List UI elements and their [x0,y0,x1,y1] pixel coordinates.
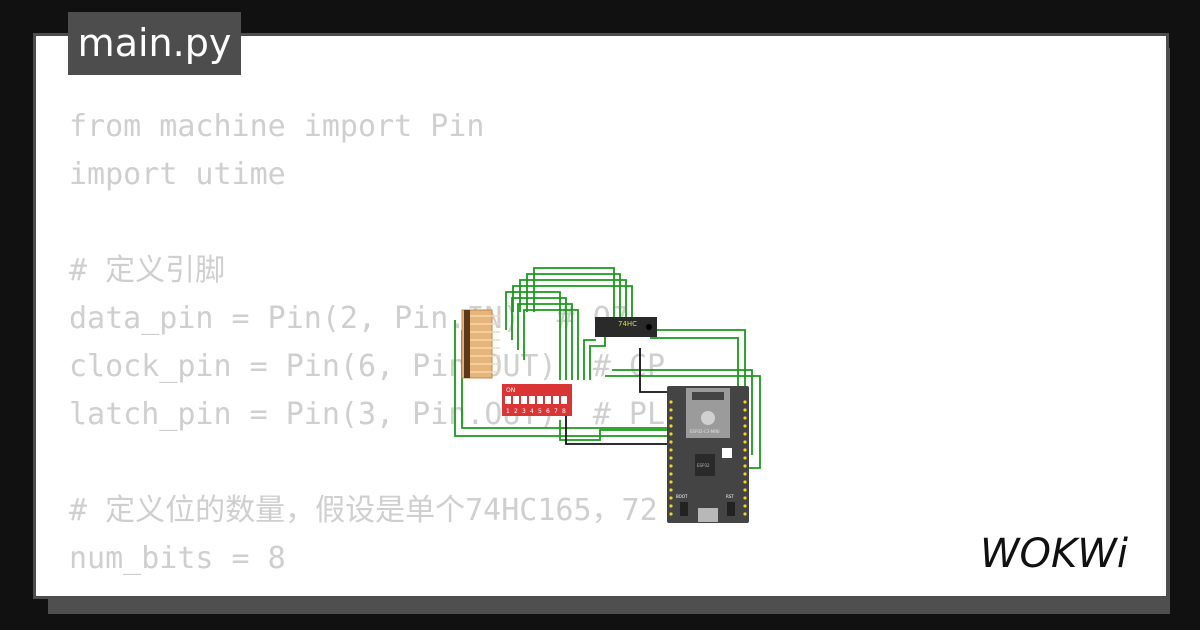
dip-number: 4 [530,408,534,415]
dip-number: 8 [562,408,566,415]
code-line-10: num_bits = 8 [69,541,286,576]
code-line-7: latch_pin = Pin(3, Pin.OUT) # PL [69,397,666,432]
code-line-9: # 定义位的数量，假设是单个74HC165，72 [69,493,658,528]
file-tab[interactable]: main.py [68,12,241,75]
wokwi-logo[interactable]: WOKWi [976,528,1152,576]
dip-number: 6 [546,408,550,415]
dip-switch: ON 1 2 3 4 5 6 7 8 [502,384,572,416]
code-line-6: clock_pin = Pin(6, Pin.OUT) # CP [69,349,666,384]
dip-number: 1 [506,408,510,415]
dip-number: 5 [538,408,542,415]
boot-label: BOOT [676,494,688,499]
module-label: ESP32-C3-MINI [690,429,720,434]
dip-number: 7 [554,408,558,415]
board-chip-label: ESP32 [697,463,710,468]
code-line-2: import utime [69,157,286,192]
logo-text: WOKWi [980,531,1128,576]
esp32-board: ESP32-C3-MINI ESP32 BOOT RST [667,386,749,523]
dip-number: 3 [522,408,526,415]
resistor-array [461,309,500,379]
rst-label: RST [726,494,734,499]
code-card: from machine import Pin import utime # 定… [33,33,1169,599]
dip-number: 2 [514,408,518,415]
code-line-4: # 定义引脚 [69,253,226,288]
code-line-1: from machine import Pin [69,109,485,144]
shift-register-chip: 74HC [595,317,657,337]
dip-on-label: ON [506,387,515,394]
chip-label: 74HC [618,320,637,328]
